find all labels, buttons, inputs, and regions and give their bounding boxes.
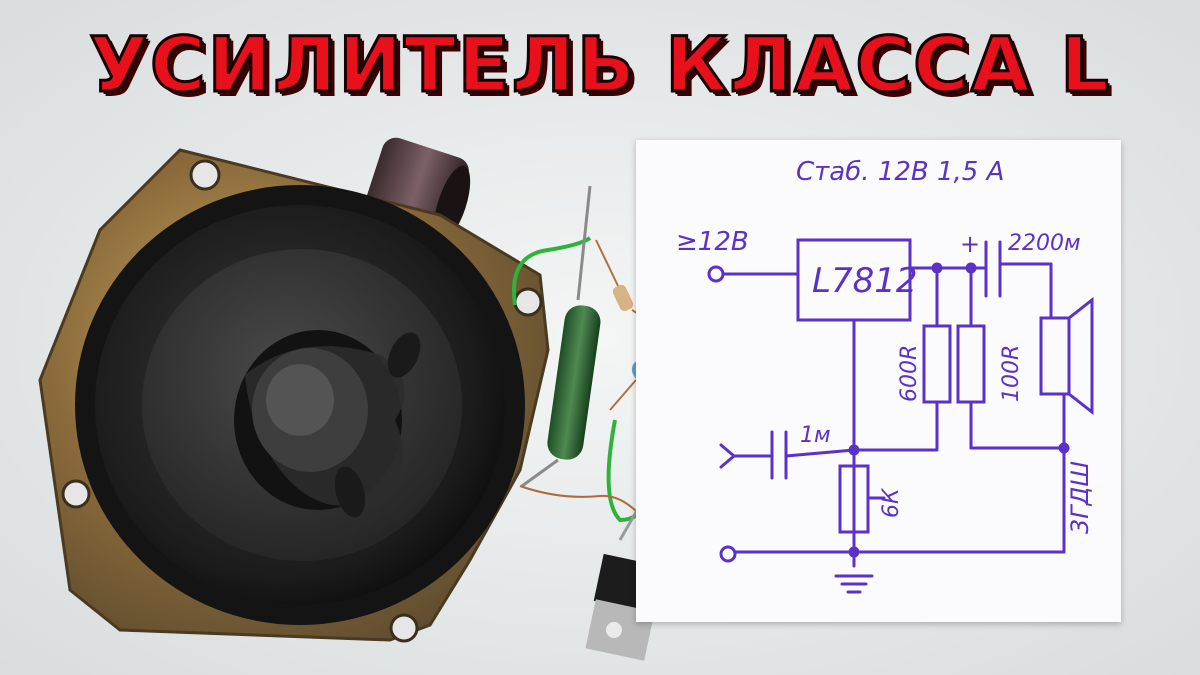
mount-hole [389,613,419,643]
power-resistor [521,185,601,488]
wire [512,236,592,306]
headline-text: УСИЛИТЕЛЬ КЛАССА L [88,18,1111,110]
potentiometer-label: 6К [879,487,904,518]
resistor-100r [956,324,986,404]
mount-hole [189,159,221,191]
schematic-drawing: Стаб. 12В 1,5 А ≥12В L7812 2200м + 1м 60… [676,157,1094,594]
schematic-paper: Стаб. 12В 1,5 А ≥12В L7812 2200м + 1м 60… [636,140,1121,622]
speaker-symbol [1039,316,1071,396]
resistor-600r-label: 600R [897,345,922,402]
wire [519,485,641,516]
regulator-label: L7812 [812,261,917,301]
input-capacitor-label: 1м [800,423,831,448]
speaker [38,148,550,643]
mount-hole [61,479,91,509]
input-terminal [707,265,725,283]
speaker-label: 3ГДШ [1066,461,1094,534]
resistor-100r-label: 100R [999,345,1024,402]
input-voltage-label: ≥12В [676,227,749,257]
plus-sign: + [960,230,980,258]
mount-hole [513,287,543,317]
schematic-caption: Стаб. 12В 1,5 А [796,157,1004,187]
headline: УСИЛИТЕЛЬ КЛАССА L [0,14,1200,114]
resistor-600r [922,324,952,404]
output-capacitor-label: 2200м [1008,231,1081,256]
ground-terminal [719,545,737,563]
